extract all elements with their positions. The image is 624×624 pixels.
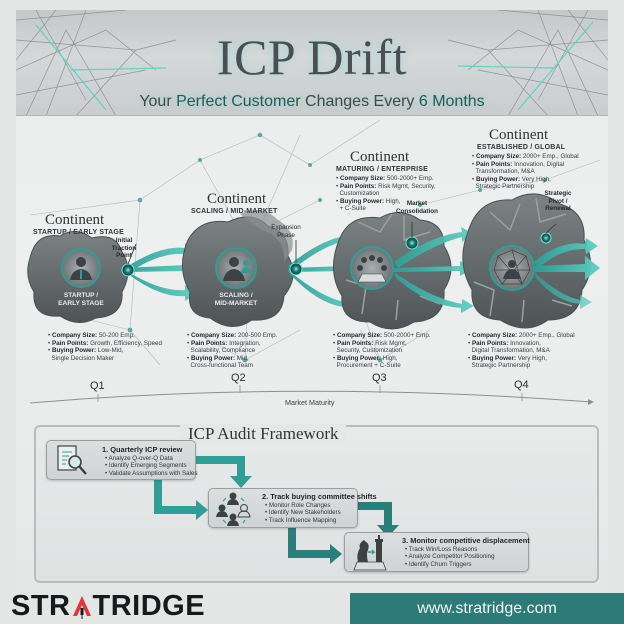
stage1-stage-label: STARTUP / EARLY STAGE [33, 229, 124, 236]
quarter-label-q3: Q3 [372, 372, 387, 384]
market-maturity-axis [29, 385, 594, 405]
audit-step-2 [208, 488, 358, 528]
stage4-top-bullets: • Company Size: 2000+ Emp., Global • Pai… [472, 153, 579, 191]
stage3-stage-label: MATURING / ENTERPRISE [336, 166, 428, 173]
stage1-continent-title: Continent [45, 212, 105, 228]
stage4-stage-label: ESTABLISHED / GLOBAL [477, 144, 566, 151]
quarter-label-q2: Q2 [231, 372, 246, 384]
stage2-continent-title: Continent [207, 191, 267, 207]
stage3-continent-title: Continent [350, 149, 410, 165]
stage4-continent-title: Continent [489, 127, 549, 143]
audit-step-3-title: 3. Monitor competitive displacement [402, 536, 530, 545]
page-subtitle: Your Perfect Customer Changes Every 6 Mo… [139, 93, 485, 110]
stratridge-logo: STR TRIDGE [11, 590, 206, 622]
chess-pieces-icon [353, 535, 387, 571]
audit-step-3-items: • Track Win/Loss Reasons • Analyze Compe… [405, 546, 495, 568]
stage1-bullets: • Company Size: 50-200 Emp. • Pain Point… [48, 332, 162, 362]
stage3-top-bullets: • Company Size: 500-2000+ Emp. • Pain Po… [336, 175, 436, 213]
flow-arrows-1-2 [125, 243, 198, 301]
audit-framework-title: ICP Audit Framework [180, 424, 347, 444]
stage3-bullets: • Company Size: 500-2000+ Emp. • Pain Po… [333, 332, 431, 370]
header-banner: ICP Drift Your Perfect Customer Changes … [16, 10, 608, 116]
stage4-bullets: • Company Size: 2000+ Emp., Global • Pai… [468, 332, 575, 370]
quarter-label-q1: Q1 [90, 380, 105, 392]
audit-step-1-title: 1. Quarterly ICP review [102, 445, 183, 454]
quarter-label-q4: Q4 [514, 379, 529, 391]
boardroom-icon [357, 255, 387, 283]
manager-team-icon [223, 257, 251, 281]
audit-step-2-items: • Monitor Role Changes • Identify New St… [265, 502, 341, 524]
flow-arrows-3-4 [394, 227, 474, 313]
stage2-stage-label: SCALING / MID-MARKET [191, 208, 278, 215]
flow-arrows-4-out [534, 238, 600, 309]
website-url-link[interactable]: www.stratridge.com [350, 593, 624, 624]
geometric-lines-right-decoration [447, 10, 608, 115]
page-title: ICP Drift [216, 29, 408, 85]
buying-committee-icon [216, 492, 251, 526]
rocket-a-logo-icon [72, 594, 92, 620]
audit-step-2-title: 2. Track buying committee shifts [262, 492, 377, 501]
document-magnifier-icon [57, 445, 87, 475]
geometric-lines-left-decoration [16, 10, 177, 115]
icp-drift-stage-diagram [27, 119, 601, 405]
audit-step-1-items: • Analyze Q-over-Q Data • Identify Emerg… [105, 455, 198, 477]
stage2-bullets: • Company Size: 200-500 Emp. • Pain Poin… [187, 332, 278, 370]
stage1-blob-label: STARTUP /EARLY STAGE [58, 292, 104, 307]
stage2-blob-label: SCALING /MID-MARKET [214, 292, 258, 307]
market-maturity-label: Market Maturity [285, 398, 335, 407]
